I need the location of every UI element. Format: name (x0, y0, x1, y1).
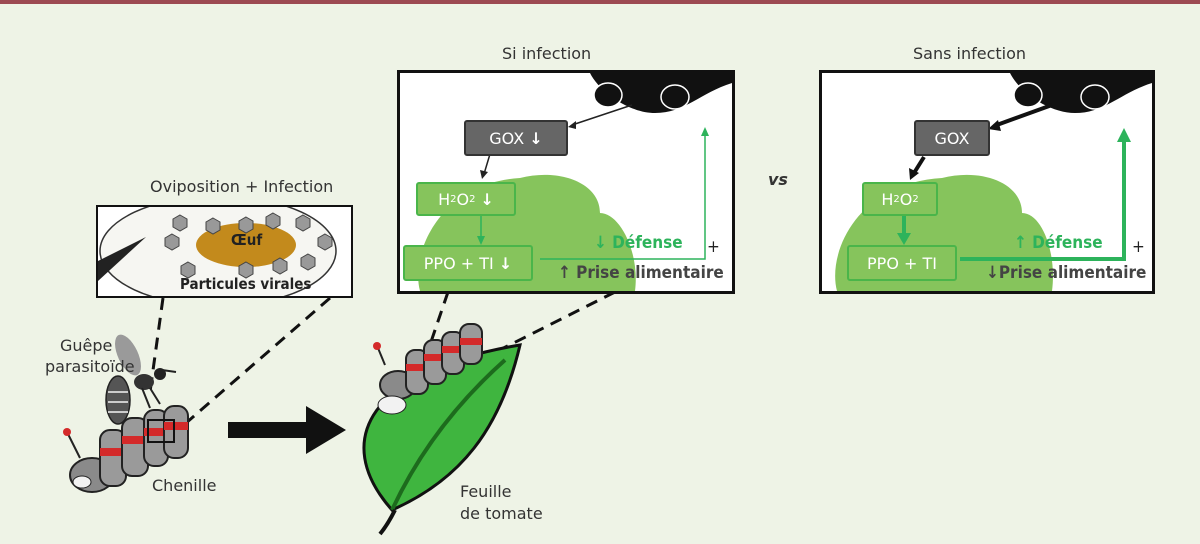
viral-particles-label: Particules virales (180, 275, 312, 293)
vs-label: vs (768, 170, 788, 189)
wasp (105, 334, 177, 425)
gox-label: GOX (934, 128, 970, 148)
leaf-label-line2: de tomate (460, 504, 543, 523)
infection-gox-node: GOX ↓ (464, 120, 568, 156)
no-infection-ppo-ti-node: PPO + TI (847, 245, 957, 281)
down-arrow-icon: ↓ (986, 263, 999, 283)
down-arrow-icon: ↓ (594, 233, 607, 253)
no-infection-panel-title: Sans infection (913, 44, 1027, 63)
ovipositor-needle (98, 237, 146, 281)
h2o2-sub2: 2 (469, 193, 476, 205)
h2o2-h: H (881, 189, 894, 209)
caterpillar-on-leaf (373, 323, 483, 415)
wasp-label-line1: Guêpe (60, 336, 113, 355)
up-arrow-icon: ↑ (558, 263, 571, 283)
caterpillar-label: Chenille (152, 476, 217, 495)
oviposition-drawing (98, 207, 337, 296)
up-arrow-icon: ↑ (1014, 233, 1027, 253)
down-arrow-icon: ↓ (498, 253, 513, 273)
arrow-mouth-to-gox (571, 104, 633, 126)
defense-label: Défense (612, 233, 683, 253)
no-infection-gox-node: GOX (914, 120, 990, 156)
magnify-line-left (148, 297, 165, 393)
oviposition-title: Oviposition + Infection (150, 177, 334, 196)
leaf-label-line1: Feuille (460, 482, 512, 501)
arrow-mouth-to-gox (993, 103, 1053, 128)
egg-label: Œuf (231, 231, 263, 249)
defense-label: Défense (1032, 233, 1103, 253)
down-arrow-icon: ↓ (480, 189, 494, 209)
big-arrow (228, 406, 346, 454)
no-infection-defense: ↑ Défense (1014, 233, 1103, 253)
oviposition-panel: Œuf Particules virales (96, 205, 353, 298)
infection-plus: + (707, 237, 720, 257)
ppo-ti-label: PPO + TI (423, 253, 494, 273)
ppo-ti-label: PPO + TI (867, 253, 937, 273)
h2o2-h: H (438, 189, 451, 209)
infection-panel-title: Si infection (502, 44, 592, 63)
wasp-label-line2: parasitoïde (45, 357, 135, 376)
h2o2-sub2: 2 (912, 193, 919, 205)
infection-feeding: ↑ Prise alimentaire (558, 263, 724, 283)
h2o2-sub1: 2 (893, 193, 900, 205)
no-infection-plus: + (1132, 237, 1145, 257)
down-arrow-icon: ↓ (529, 128, 543, 148)
h2o2-o: O (456, 189, 470, 209)
viral-particles (164, 212, 333, 279)
infection-ppo-ti-node: PPO + TI ↓ (403, 245, 533, 281)
magnify-line-right (177, 296, 331, 432)
egg-shape (196, 223, 296, 267)
no-infection-feeding: ↓Prise alimentaire (986, 263, 1146, 283)
feeding-label: Prise alimentaire (576, 263, 724, 283)
gox-label: GOX (489, 128, 525, 148)
top-accent-bar (0, 0, 1200, 4)
h2o2-sub1: 2 (450, 193, 457, 205)
feeding-label: Prise alimentaire (998, 263, 1147, 283)
caterpillar-left (63, 405, 189, 493)
infection-defense: ↓ Défense (594, 233, 683, 253)
h2o2-o: O (899, 189, 913, 209)
